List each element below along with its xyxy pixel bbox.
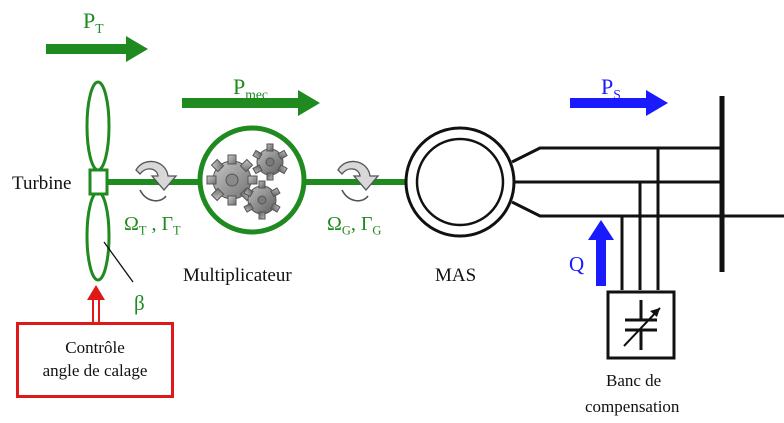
pitch-control-arrow	[87, 285, 105, 322]
variable-capacitor-icon	[623, 300, 661, 350]
turbine-power-arrow	[46, 36, 148, 62]
compensation-label-line2: compensation	[585, 397, 680, 416]
pitch-control-box: Contrôle angle de calage	[16, 322, 174, 398]
generator-rotation-arrow-icon	[337, 160, 380, 202]
stator-power-arrow	[570, 90, 668, 116]
beta-pointer-line	[103, 241, 134, 283]
generator-label: MAS	[435, 265, 477, 286]
pitch-control-line1: Contrôle	[65, 338, 125, 358]
grid-lines	[511, 146, 784, 218]
generator-outer-circle	[404, 126, 516, 238]
turbine-label: Turbine	[12, 173, 72, 194]
stator-power-label: PS	[601, 74, 621, 102]
reactive-power-label: Q	[569, 252, 585, 276]
gears-icon	[206, 143, 288, 220]
turbine-rotation-arrow-icon	[135, 160, 178, 202]
turbine-hub	[88, 168, 109, 196]
pitch-control-line2: angle de calage	[42, 361, 148, 380]
compensation-label-line1: Banc de	[606, 371, 662, 390]
turbine-power-label: PT	[83, 8, 104, 36]
mechanical-power-label: Pmec	[233, 74, 268, 102]
reactive-power-arrow	[588, 220, 614, 286]
generator-inner-circle	[415, 137, 505, 227]
turbine-speed-torque-label: ΩT , ΓT	[124, 213, 181, 238]
generator-speed-torque-label: ΩG, ΓG	[327, 213, 382, 238]
beta-label: β	[134, 291, 145, 315]
mechanical-power-arrow	[182, 90, 320, 116]
compensation-taps	[620, 148, 660, 290]
gearbox-label: Multiplicateur	[183, 265, 292, 286]
